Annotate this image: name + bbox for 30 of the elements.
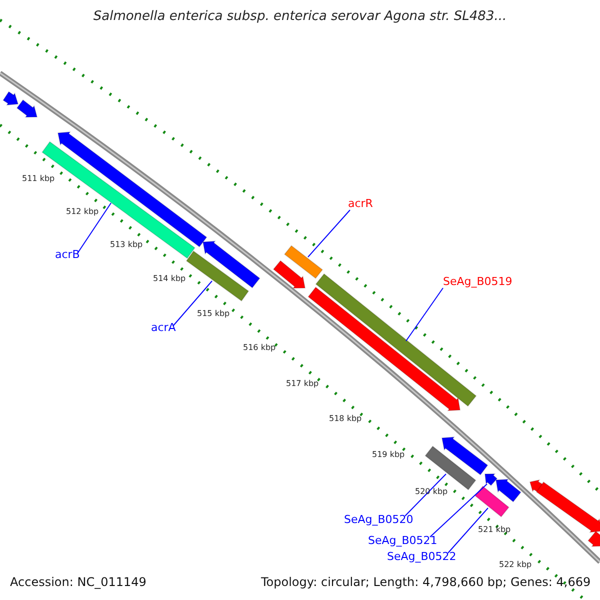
info-text: Accession: NC_011149 [10,576,146,588]
tick-label: 515 kbp [197,310,230,318]
leader-line [404,474,446,516]
leader-line [76,202,112,254]
gene-feature [484,473,498,486]
leader-line [308,210,350,258]
gene-label: acrR [348,198,373,209]
tick-label: 516 kbp [243,344,276,352]
gene-label: acrA [151,322,176,333]
tick-label: 520 kbp [415,488,448,496]
gene-feature [474,486,510,518]
leader-line [448,508,488,554]
tick-label: 522 kbp [499,561,532,569]
tick-label: 517 kbp [286,380,319,388]
gene-feature [284,245,324,279]
gene-label: SeAg_B0522 [387,551,456,562]
tick-label: 511 kbp [22,175,55,183]
gene-label: acrB [55,249,80,260]
title: Salmonella enterica subsp. enterica serovar Agona str. SL483... [92,10,508,23]
gene-feature [42,141,196,259]
leader-line [172,280,212,326]
leader-line [406,288,444,342]
leader-line [430,484,488,538]
tick-label: 513 kbp [110,241,143,249]
gene-label: SeAg_B0520 [344,514,414,525]
info-text: Topology: circular; Length: 4,798,660 bp; Genes: 4,669 [261,576,591,588]
gene-feature [186,250,250,302]
gene-label: SeAg_B0519 [443,276,512,287]
tick-label: 512 kbp [66,208,99,216]
gene-label: SeAg_B0521 [368,535,438,546]
